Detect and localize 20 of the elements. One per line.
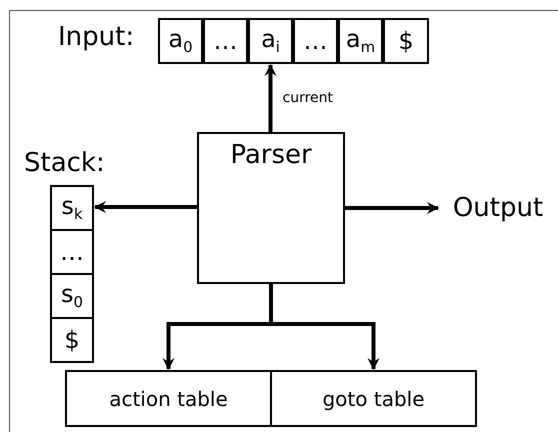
symbol-cell: $ [50,317,94,363]
table-box: action table [65,370,272,427]
symbol-cell: a$_{0}$ [158,18,203,64]
section-label: Stack: [24,148,105,178]
edge-label: current [282,90,334,106]
symbol-cell: … [203,18,248,64]
symbol-cell: … [50,229,94,275]
symbol-cell: a$_{i}$ [248,18,293,64]
symbol-cell: a$_{m}$ [338,18,383,64]
arrow [94,201,197,213]
symbol-cell: … [293,18,338,64]
section-label: Input: [58,22,134,52]
symbol-cell: s$_{0}$ [50,273,94,319]
parser-box: Parser [197,132,345,284]
symbol-cell: $ [383,18,429,64]
symbol-cell: s$_{k}$ [50,185,94,231]
arrow [345,202,439,214]
output-text: Output [440,188,556,228]
arrow [264,64,276,132]
table-box: goto table [270,370,477,427]
